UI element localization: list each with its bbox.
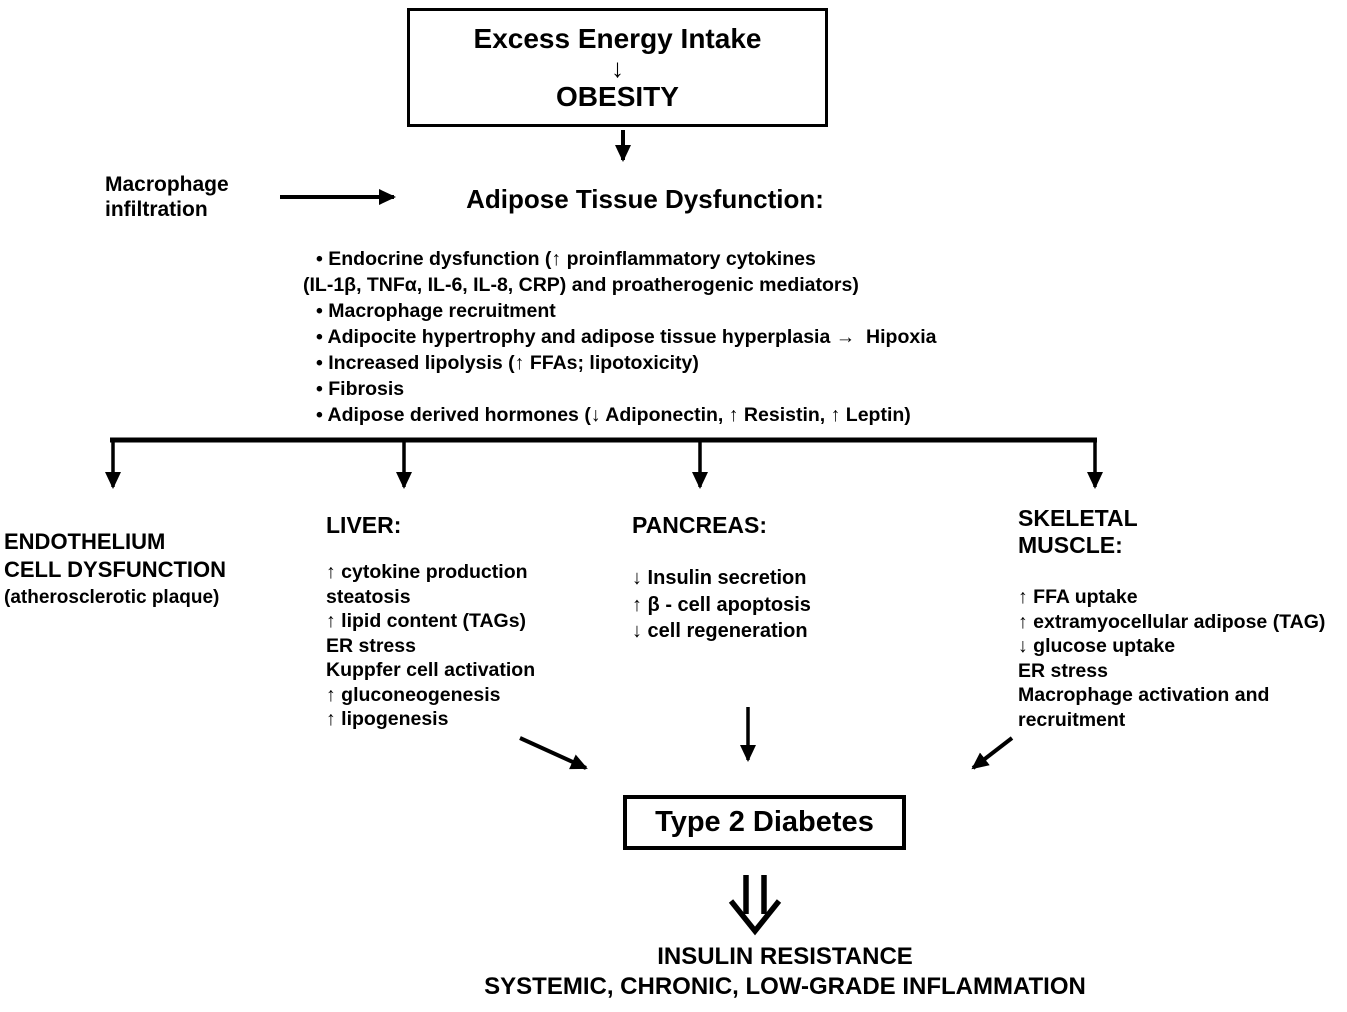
arrow-skeletal-to-diabetes: [971, 736, 1014, 770]
arrow-liver-to-diabetes: [519, 736, 588, 770]
liver-item: ↑ lipid content (TAGs): [326, 610, 527, 632]
bullet-adipose-hormones: • Adipose derived hormones (↓ Adiponecti…: [316, 404, 911, 426]
pancreas-item: ↑ β - cell apoptosis: [632, 593, 811, 616]
bullet-fibrosis: • Fibrosis: [316, 378, 405, 400]
liver-item: ↑ cytokine production: [326, 561, 528, 583]
bullet-adipocite-hypertrophy: • Adipocite hypertrophy and adipose tiss…: [316, 326, 937, 348]
endothelium-line3: (atherosclerotic plaque): [4, 587, 220, 608]
liver-item: ER stress: [326, 634, 416, 657]
skeletal-item: ↑ FFA uptake: [1018, 586, 1138, 608]
double-arrow-diabetes-to-outcome: [728, 875, 782, 936]
liver-item: steatosis: [326, 585, 411, 608]
macrophage-line1: Macrophage: [105, 173, 229, 196]
endothelium-section: ENDOTHELIUM CELL DYSFUNCTION (atheroscle…: [4, 528, 226, 612]
bullet-macrophage-recruitment: • Macrophage recruitment: [316, 300, 556, 322]
obesity-label: OBESITY: [556, 80, 679, 112]
excess-energy-label: Excess Energy Intake: [473, 22, 762, 54]
pancreas-item: ↓ cell regeneration: [632, 620, 808, 642]
macrophage-line2: infiltration: [105, 198, 208, 221]
skeletal-item: ↓ glucose uptake: [1018, 635, 1176, 657]
adipose-dysfunction-bullet-list: • Endocrine dysfunction (↑ proinflammato…: [303, 246, 1023, 428]
bullet-endocrine: • Endocrine dysfunction (↑ proinflammato…: [316, 248, 816, 270]
pancreas-item: ↓ Insulin secretion: [632, 567, 807, 589]
liver-item: Kuppfer cell activation: [326, 659, 536, 681]
skeletal-muscle-section-title: SKELETAL MUSCLE:: [1018, 505, 1138, 559]
down-arrow-glyph: ↓: [611, 52, 624, 83]
pancreas-effects-list: ↓ Insulin secretion ↑ β - cell apoptosis…: [632, 565, 811, 645]
outcome-text: INSULIN RESISTANCE SYSTEMIC, CHRONIC, LO…: [225, 942, 1345, 1002]
skeletal-item: ER stress: [1018, 659, 1108, 682]
macrophage-infiltration-label: Macrophage infiltration: [105, 172, 229, 222]
liver-section-title: LIVER:: [326, 512, 402, 538]
type-2-diabetes-label: Type 2 Diabetes: [655, 806, 874, 838]
bullet-endocrine-cont: (IL-1β, TNFα, IL-6, IL-8, CRP) and proat…: [303, 274, 859, 296]
liver-item: ↑ gluconeogenesis: [326, 683, 501, 706]
adipose-tissue-dysfunction-heading: Adipose Tissue Dysfunction:: [466, 184, 824, 214]
type-2-diabetes-box: Type 2 Diabetes: [623, 795, 906, 850]
skeletal-item: ↑ extramyocellular adipose (TAG): [1018, 610, 1326, 633]
skeletal-item: Macrophage activation and recruitment: [1018, 684, 1270, 731]
inflammation-label: SYSTEMIC, CHRONIC, LOW-GRADE INFLAMMATIO…: [484, 973, 1086, 1000]
bullet-increased-lipolysis: • Increased lipolysis (↑ FFAs; lipotoxic…: [316, 352, 699, 374]
liver-item: ↑ lipogenesis: [326, 708, 449, 730]
endothelium-line1: ENDOTHELIUM: [4, 529, 166, 554]
excess-energy-obesity-box: Excess Energy Intake ↓ OBESITY: [407, 8, 828, 127]
skeletal-title-line2: MUSCLE:: [1018, 532, 1123, 558]
skeletal-title-line1: SKELETAL: [1018, 505, 1138, 531]
liver-effects-list: ↑ cytokine production steatosis ↑ lipid …: [326, 560, 535, 732]
skeletal-muscle-effects-list: ↑ FFA uptake ↑ extramyocellular adipose …: [1018, 585, 1347, 732]
pancreas-section-title: PANCREAS:: [632, 512, 768, 538]
insulin-resistance-label: INSULIN RESISTANCE: [657, 943, 913, 970]
endothelium-line2: CELL DYSFUNCTION: [4, 557, 227, 582]
